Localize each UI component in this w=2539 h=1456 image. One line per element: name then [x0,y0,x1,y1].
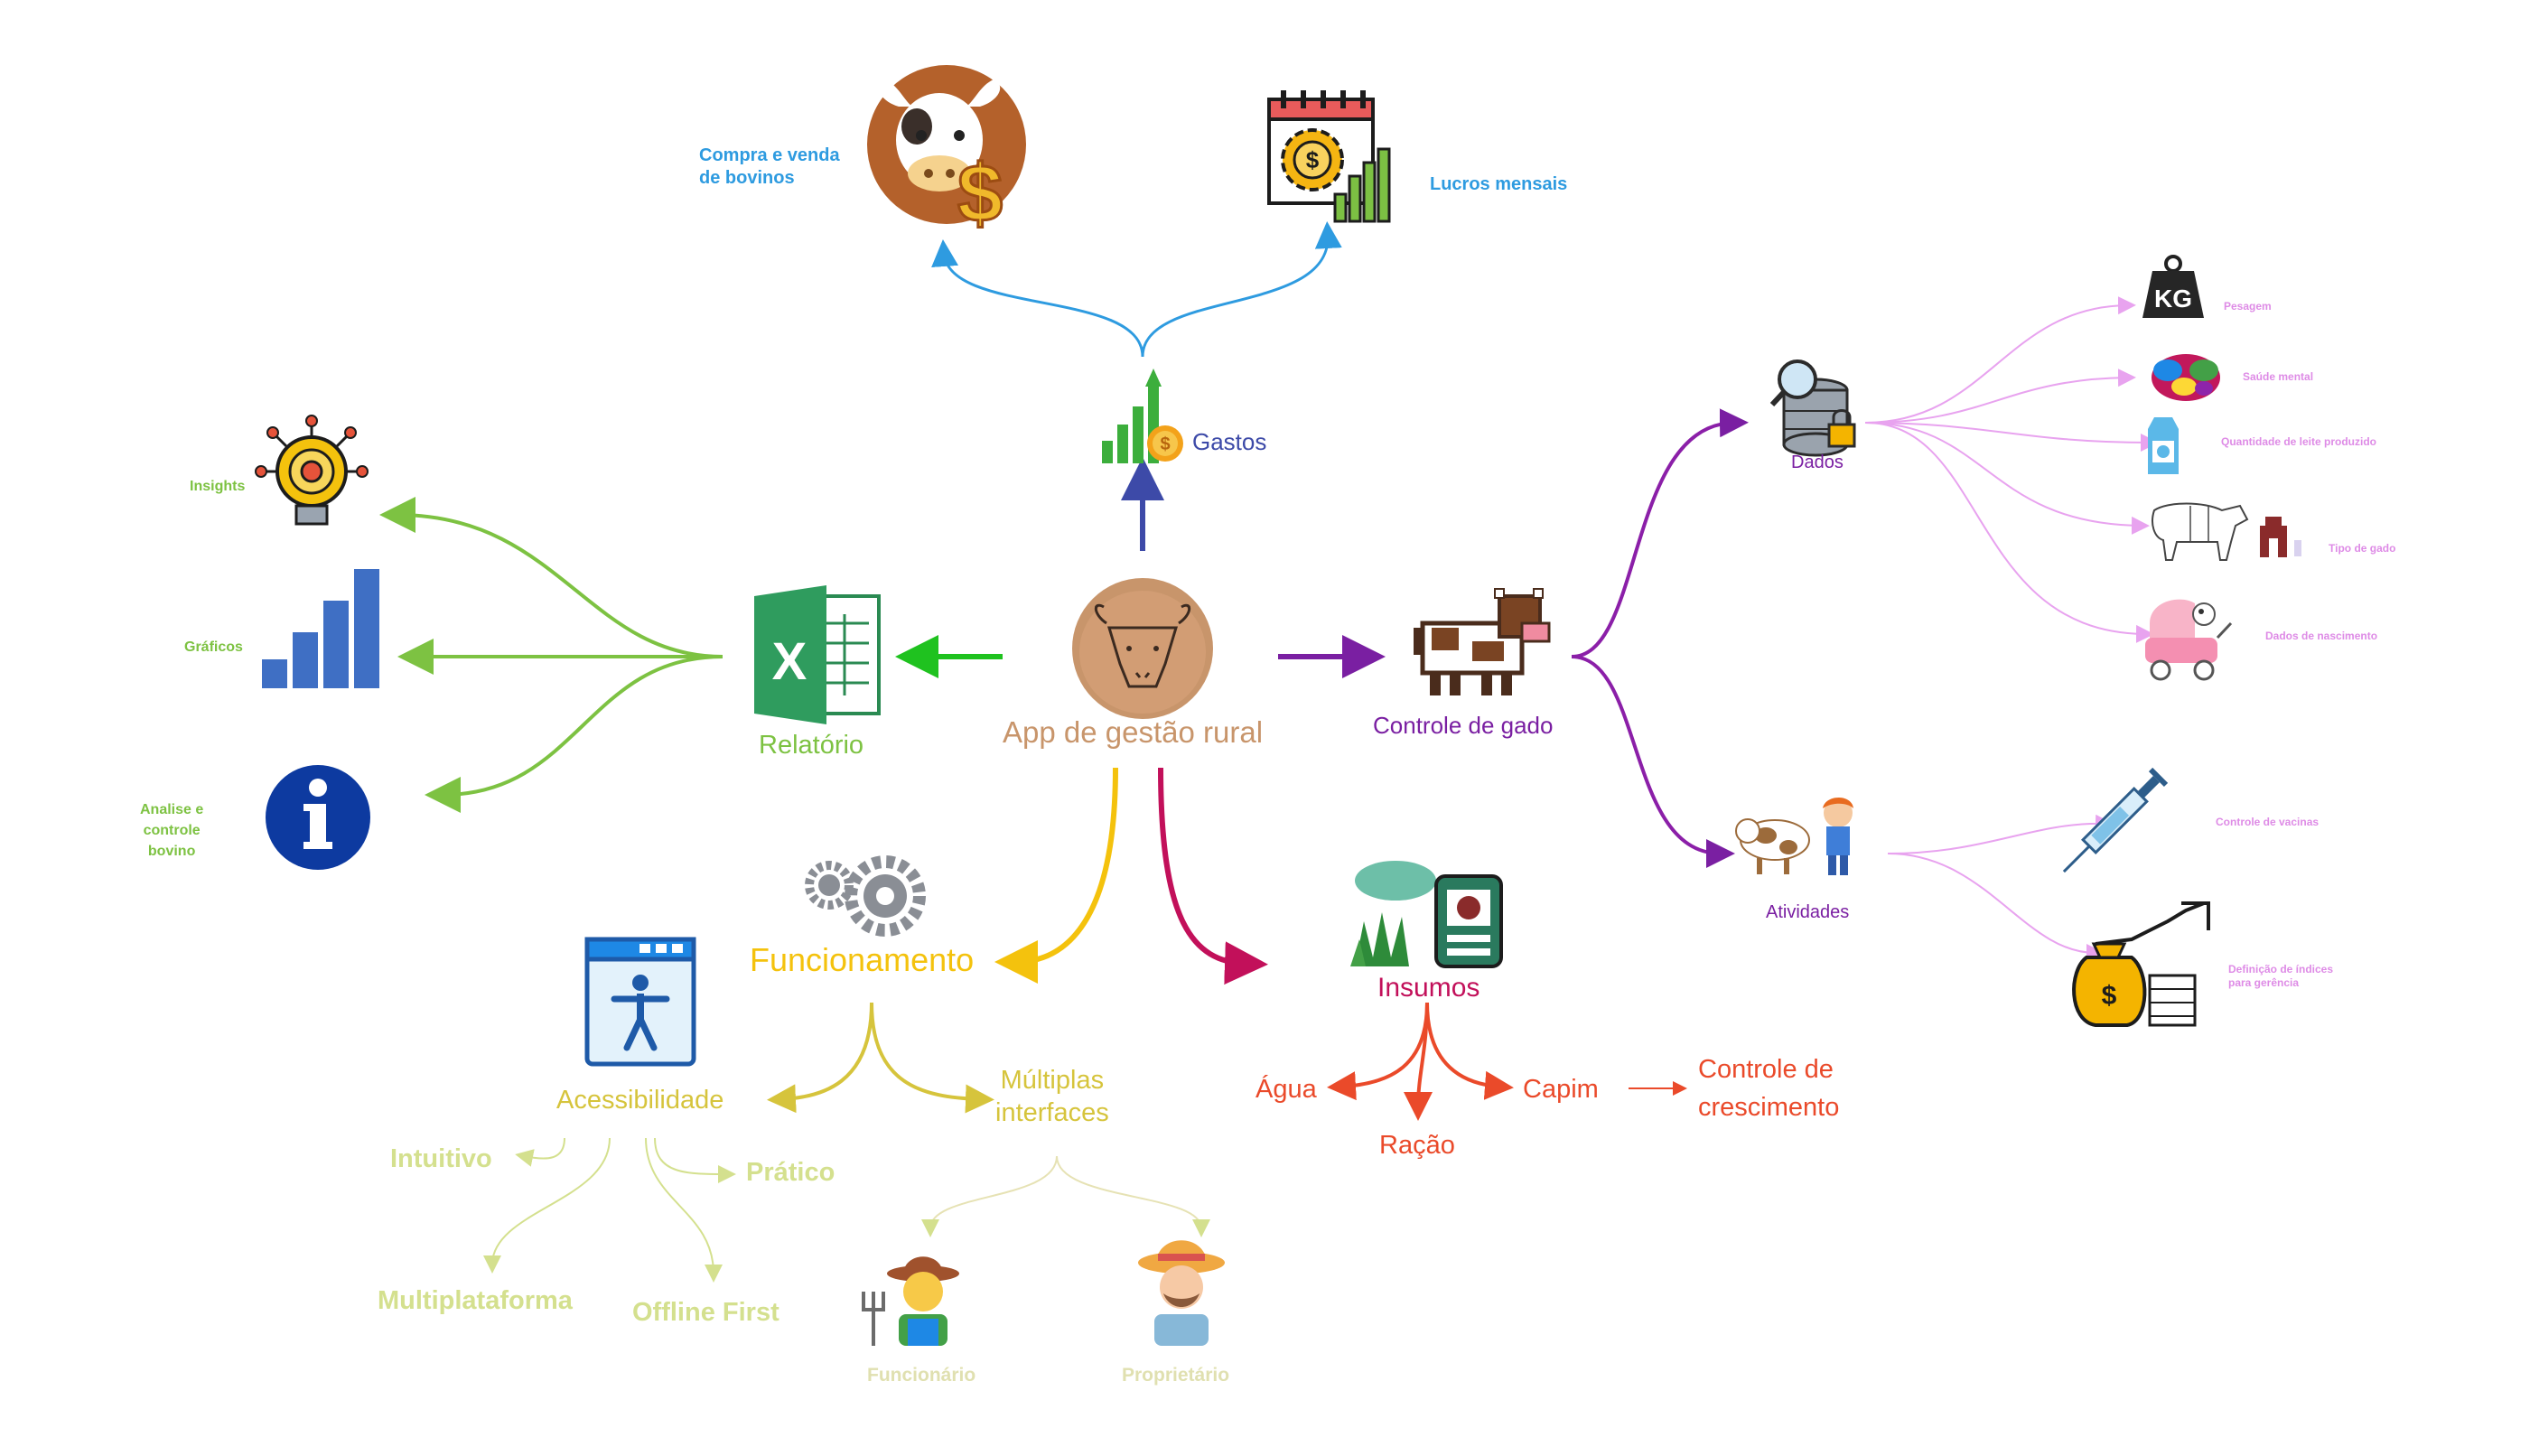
edge-dados-pesagem [1864,296,2136,424]
capim-label: Capim [1523,1075,1599,1104]
edge-center-insumos [1158,767,1268,985]
cow-dollar-icon: $ [867,65,1026,241]
offline-first-label: Offline First [632,1298,779,1327]
excel-sheet-icon: X [754,585,881,724]
svg-text:$: $ [957,149,1003,239]
edge-dados-tipo [1864,422,2150,535]
edge-func-interfaces [870,1002,994,1114]
milk-carton-icon [2148,417,2179,474]
proprietario-label: Proprietário [1122,1365,1230,1386]
atividades-label: Atividades [1766,902,1850,922]
bull-head-icon [1072,578,1213,719]
edge-insumos-racao [1404,1002,1433,1121]
edge-interfaces-proprietario [1056,1155,1210,1237]
lucros-mensais-label: Lucros mensais [1430,174,1568,194]
controle-crescimento-label: Controle de crescimento [1698,1055,1840,1123]
edge-acess-offline [645,1137,723,1283]
insumos-label: Insumos [1377,973,1480,1003]
vacinas-label: Controle de vacinas [2216,816,2320,828]
lightbulb-target-icon [255,415,369,526]
svg-text:$: $ [1306,146,1320,173]
gears-icon [805,855,926,937]
calendar-gear-chart-icon: $ [1267,90,1391,223]
compra-venda-label: Compra e venda de bovinos [699,145,840,188]
interfaces-label: Múltiplas interfaces [995,1066,1109,1128]
edge-controle-atividades [1571,655,1735,868]
farmer-cow-icon [1735,797,1853,875]
info-circle-icon [266,765,370,870]
svg-text:$: $ [2102,981,2117,1011]
accessibility-window-icon [584,937,696,1067]
agua-label: Água [1255,1075,1317,1104]
pixel-cow-icon [1414,588,1551,695]
intuitivo-label: Intuitivo [390,1144,492,1173]
racao-label: Ração [1379,1131,1455,1160]
farmer-worker-icon [862,1256,959,1346]
pesagem-label: Pesagem [2224,300,2272,313]
edge-acess-intuitivo [515,1137,565,1167]
database-search-lock-icon [1769,359,1856,457]
svg-text:X: X [772,632,807,691]
edge-relatorio-analise [425,655,723,813]
funcionamento-label: Funcionamento [750,941,975,978]
edge-insumos-agua [1327,1002,1429,1101]
bar-chart-icon [262,569,379,688]
funcionario-label: Funcionário [867,1365,976,1386]
money-bag-chart-icon: $ [2072,901,2210,1027]
edge-insumos-capim [1425,1002,1514,1100]
saude-mental-label: Saúde mental [2243,370,2314,383]
edge-gastos-lucros [1141,221,1342,358]
center-label: App de gestão rural [1003,715,1264,749]
edge-center-funcionamento [994,767,1118,984]
tipo-gado-label: Tipo de gado [2329,542,2396,555]
kg-weight-icon: KG [2142,255,2204,318]
growth-coin-chart-icon: $ [1102,369,1183,463]
edge-atividades-indices [1887,853,2105,962]
dados-label: Dados [1791,453,1844,472]
farmer-owner-icon [1138,1240,1225,1346]
edge-func-acess [767,1002,873,1114]
syringe-icon [2062,767,2169,873]
pasture-feed-bag-icon [1350,861,1503,968]
edge-dados-saude [1864,369,2136,424]
analise-label: Analise e controle bovino [140,802,204,860]
edge-relatorio-insights [379,497,723,658]
gastos-label: Gastos [1192,428,1267,455]
edge-gastos-compra [931,239,1144,358]
acessibilidade-label: Acessibilidade [556,1086,724,1115]
edge-dados-nascimento [1864,422,2154,643]
edge-atividades-vacinas [1887,814,2114,854]
edge-controle-dados [1571,408,1749,658]
edge-acess-multi [483,1137,611,1274]
baby-stroller-icon [2145,599,2233,681]
multiplataforma-label: Multiplataforma [378,1286,573,1315]
edge-interfaces-funcionario [921,1155,1058,1237]
relatorio-label: Relatório [759,731,864,760]
edge-dados-leite [1864,422,2159,452]
leite-label: Quantidade de leite produzido [2221,435,2377,448]
insights-label: Insights [190,479,246,494]
graficos-label: Gráficos [184,639,243,655]
cow-breed-icon [2152,502,2301,561]
indices-label: Definição de índices para gerência [2228,963,2334,989]
pratico-label: Prático [746,1158,835,1187]
nascimento-label: Dados de nascimento [2265,630,2378,642]
edge-acess-pratico [654,1137,736,1183]
brain-icon [2152,354,2220,401]
svg-text:KG: KG [2154,285,2192,313]
svg-text:$: $ [1160,434,1170,454]
controle-label: Controle de gado [1373,712,1554,739]
